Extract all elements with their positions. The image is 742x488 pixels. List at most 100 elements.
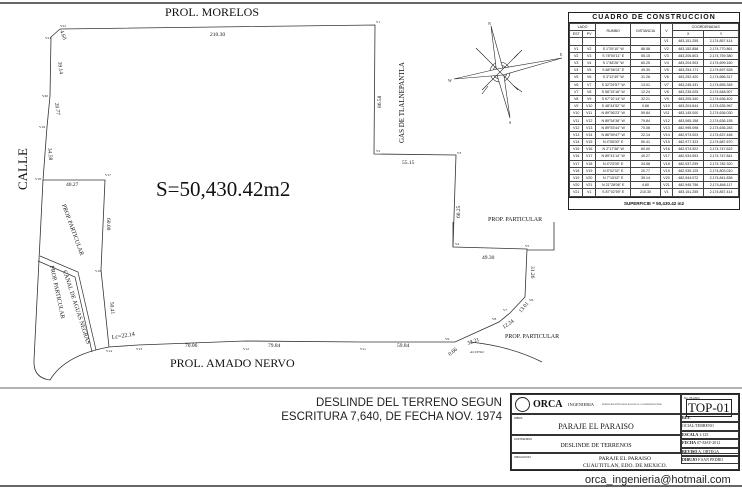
table-cell: [594, 37, 632, 46]
table-cell: V3: [659, 51, 674, 60]
table-cell: 2,174,648.907: [703, 87, 739, 96]
distance: 49.30: [482, 255, 495, 261]
col-header: LADO: [569, 22, 596, 32]
distance: 55.15: [402, 160, 415, 166]
table-cell: V16: [568, 152, 584, 161]
reviso-value: A. ORTEGA: [698, 448, 719, 454]
table-cell: 482,937.299: [672, 159, 705, 168]
distance: 59.84: [397, 343, 410, 349]
table-cell: 482,973.003: [672, 130, 705, 140]
table-cell: V10: [582, 102, 596, 111]
label: No. PLANO: [684, 396, 700, 400]
vertex: V21: [45, 36, 51, 40]
street-north: PROL. MORELOS: [165, 5, 259, 19]
surface-total: SUPERFICIE = 50,430.42 m2: [569, 196, 739, 209]
table-cell: V10: [568, 109, 584, 118]
table-cell: N 89°53'44" W: [594, 123, 632, 132]
distance: 70.06: [185, 343, 198, 349]
contact-email: orca_ingenieria@hotmail.com: [585, 474, 731, 486]
table-cell: 482,945.756: [672, 181, 705, 190]
table-cell: 2,174,782.320: [703, 159, 739, 168]
table-cell: S 58°15'16" W: [594, 87, 632, 96]
table-cell: 482,977.323: [672, 137, 705, 147]
table-cell: N 5°02'32" E: [594, 166, 632, 175]
col-header: RUMBO: [594, 22, 632, 39]
table-cell: V9: [582, 94, 596, 104]
label: CONTENIDO: [514, 437, 532, 441]
plan-number: TOP-01: [686, 399, 732, 417]
table-cell: V7: [582, 80, 596, 89]
table-cell: N 89°54'36" W: [594, 116, 632, 125]
table-cell: V14: [568, 137, 584, 147]
vertex: V3: [457, 151, 462, 155]
table-cell: V18: [659, 159, 674, 168]
table-cell: 4.60: [630, 181, 661, 190]
street-east: GAS DE TLALNEPANTLA: [398, 62, 406, 143]
table-cell: V16: [582, 145, 596, 154]
table-cell: V17: [568, 159, 584, 168]
table-cell: S 32°29'57" W: [594, 80, 632, 89]
compass-n: N: [488, 21, 491, 26]
table-cell: V19: [659, 166, 674, 175]
col-header: PV: [582, 30, 596, 39]
table-cell: [568, 37, 584, 46]
table-cell: V13: [568, 130, 584, 140]
vertex: V8: [492, 317, 497, 321]
north-arrow-icon: N S W E: [448, 21, 563, 125]
table-cell: 2,174,803.010: [703, 166, 739, 175]
vertex: V12: [243, 347, 249, 351]
table-cell: V15: [659, 137, 674, 147]
label: ESCALA: [682, 431, 699, 437]
table-cell: V3: [582, 51, 596, 60]
table-title: CUADRO DE CONSTRUCCION: [569, 13, 739, 23]
table-cell: 2,174,637.446: [703, 130, 739, 140]
fecha-value: 07-MAY-2012: [697, 440, 721, 446]
vertex: V4: [455, 242, 460, 246]
table-cell: 483,151.255: [672, 188, 705, 197]
obra-value: PARAJE EL PARAISO: [558, 422, 634, 431]
company-sub: INGENIERIA: [568, 402, 594, 407]
table-cell: 2,174,857.414: [703, 37, 739, 46]
acceso-label: ACCESO: [470, 350, 484, 354]
vertex: V16: [95, 269, 101, 273]
vertex: V1: [376, 20, 381, 24]
table-cell: N 89°41'14" W: [594, 152, 632, 161]
table-cell: 13.01: [630, 80, 661, 89]
table-cell: V9: [568, 102, 584, 111]
table-cell: V5: [582, 66, 596, 75]
table-cell: 2,174,635.967: [703, 102, 739, 111]
table-cell: 2,174,697.528: [703, 66, 739, 75]
vertex: V9: [445, 337, 450, 341]
table-cell: 483,204.844: [672, 102, 705, 111]
table-cell: 32.21: [630, 94, 661, 104]
table-cell: 483,235.025: [672, 87, 705, 96]
vertex: V13: [136, 347, 142, 351]
vertex: V6: [529, 298, 534, 302]
table-cell: 2,174,655.345: [703, 80, 739, 89]
table-cell: 483,152.858: [672, 44, 705, 53]
compass-w: W: [448, 78, 452, 83]
distance: 210.30: [210, 32, 225, 38]
table-cell: 2,174,636.155: [703, 116, 739, 125]
vertex: V19: [39, 125, 45, 129]
table-cell: V14: [582, 130, 596, 140]
table-cell: V18: [582, 159, 596, 168]
table-cell: V21: [568, 188, 584, 197]
table-cell: V4: [568, 66, 584, 75]
distance: 39.14: [56, 61, 64, 74]
area-label: S=50,430.42m2: [156, 177, 290, 201]
